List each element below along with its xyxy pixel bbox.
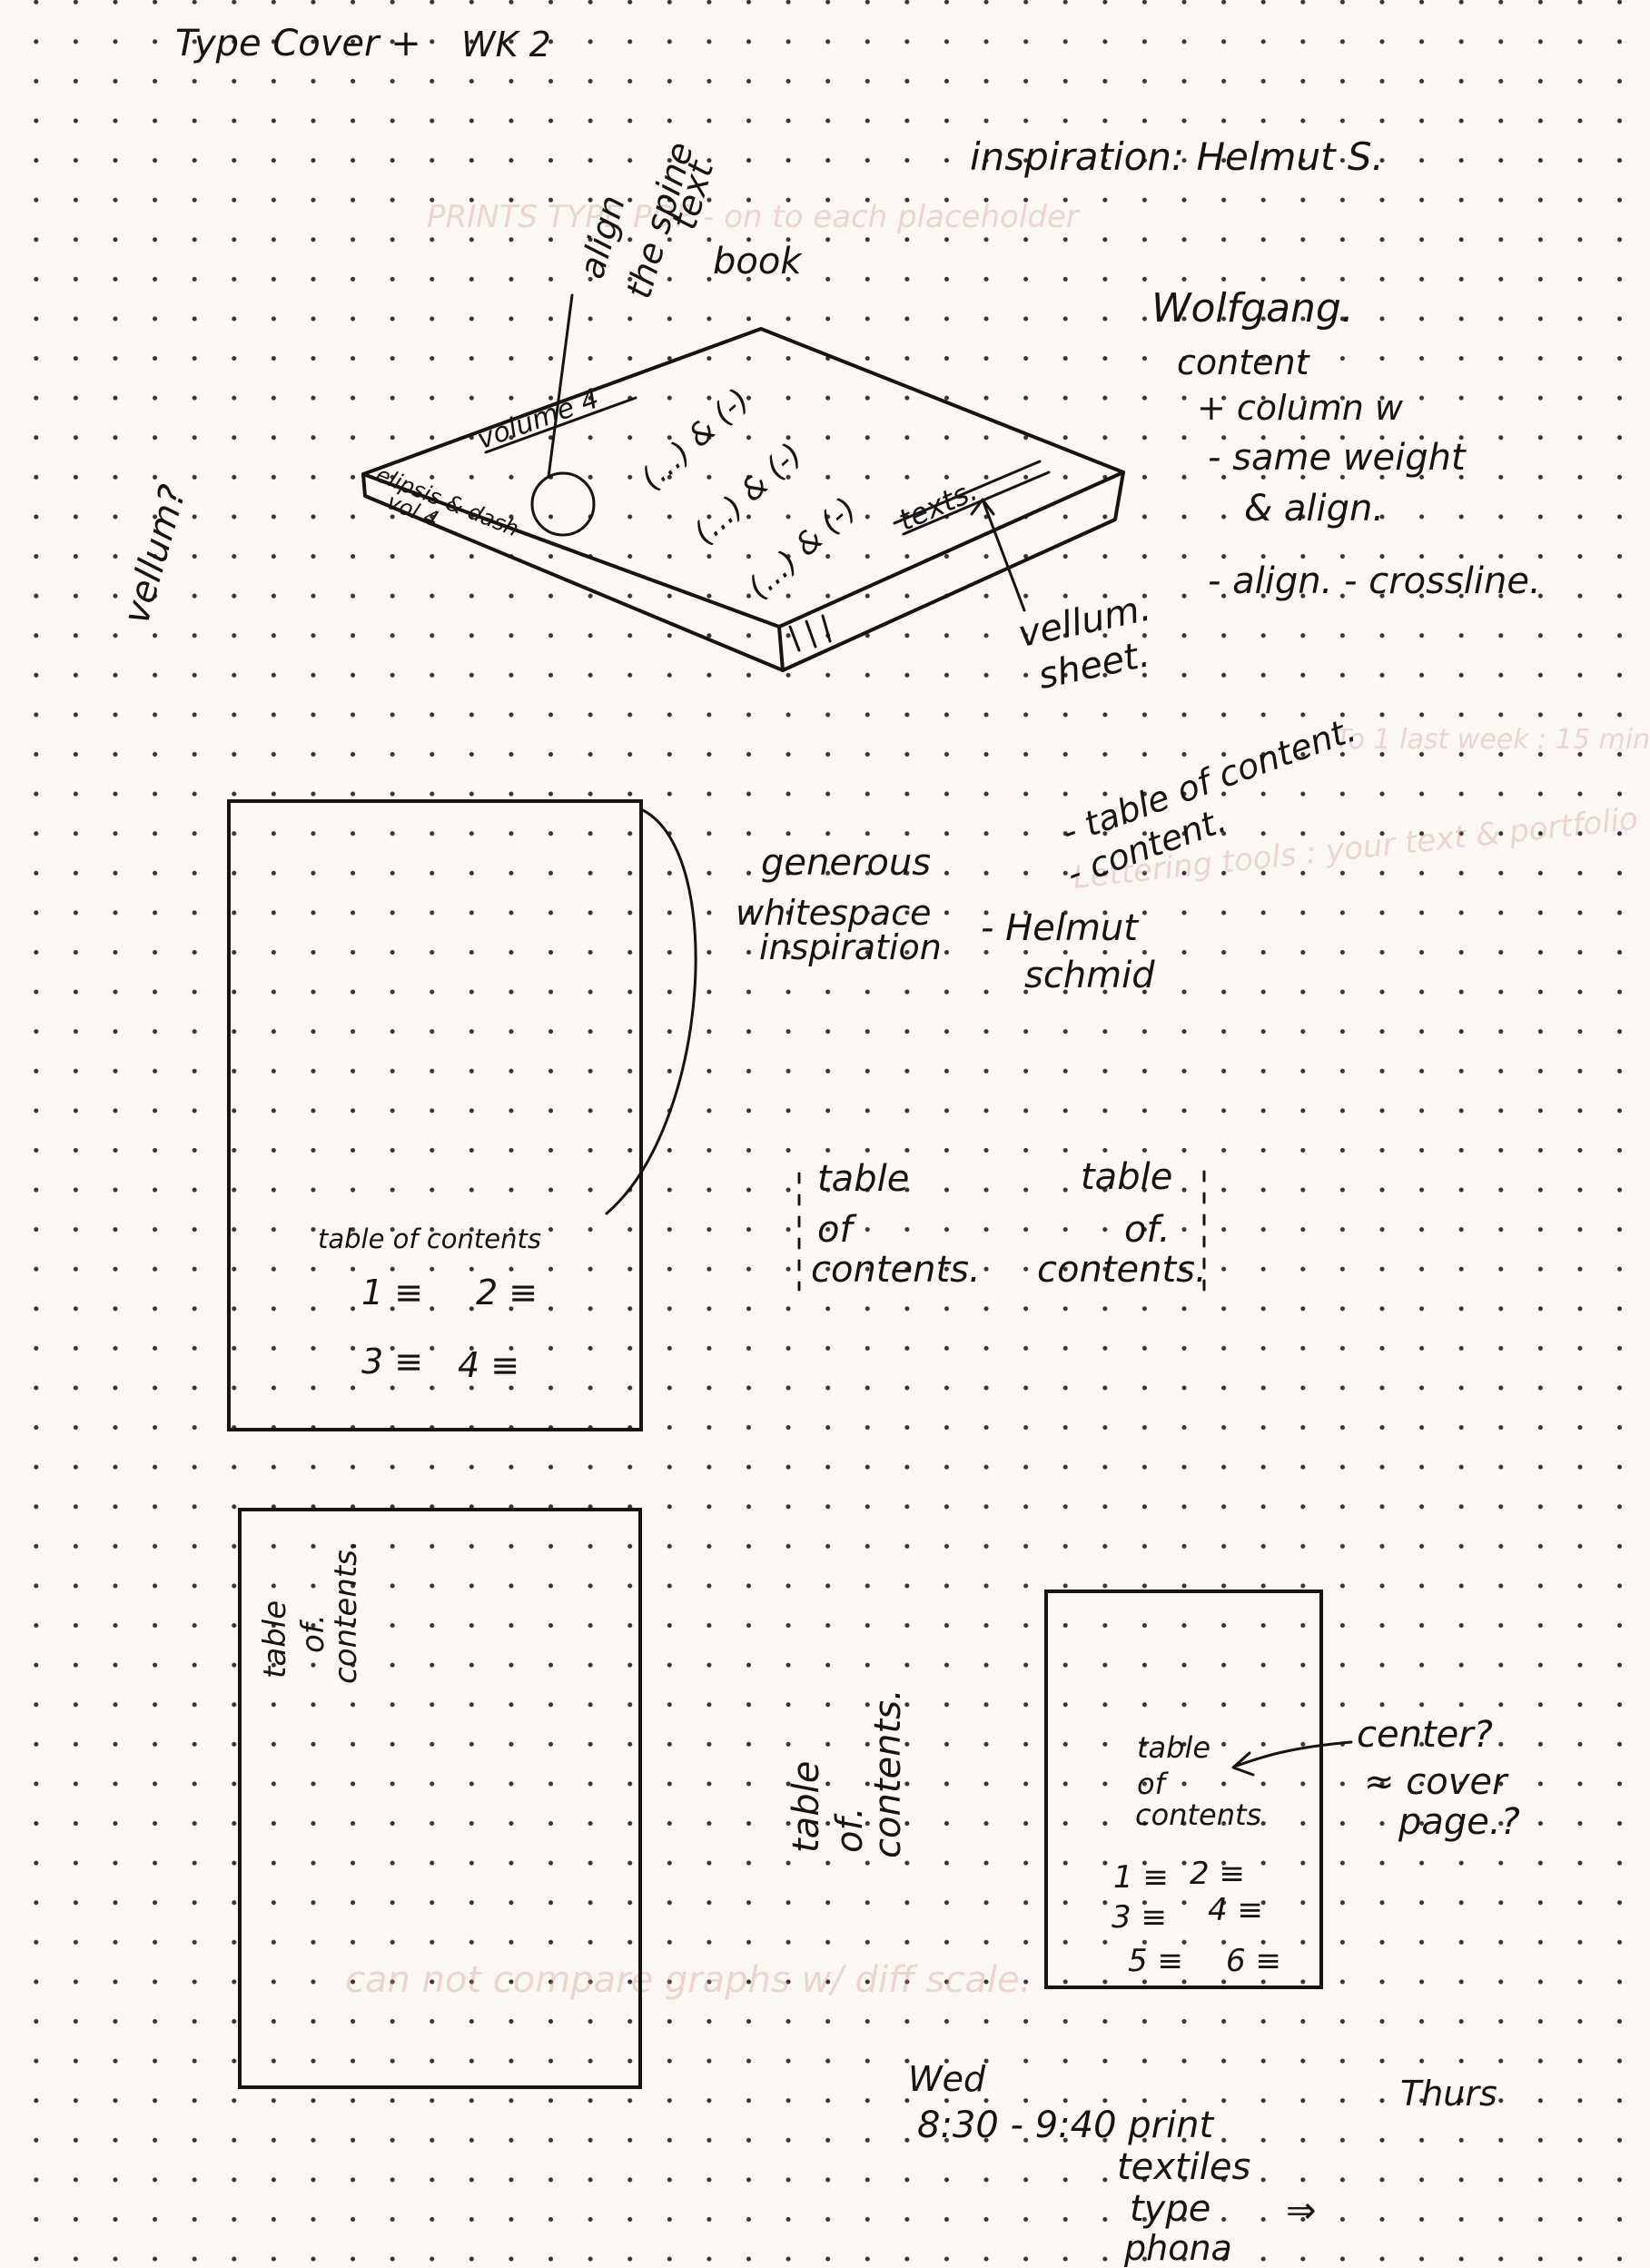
layout-1-item-2: 2 ≡ (476, 1273, 538, 1312)
texts-underline (893, 460, 1051, 536)
layout-3-item-3: 3 ≡ (1112, 1899, 1167, 1936)
layout-1-heading: table of contents (318, 1223, 541, 1254)
spine-circle (530, 471, 596, 537)
book-spine-face (361, 472, 785, 672)
layout-3-item-4: 4 ≡ (1208, 1892, 1263, 1928)
layout-3-item-1: 1 ≡ (1113, 1859, 1169, 1896)
layout-1-item-4: 4 ≡ (458, 1345, 520, 1385)
sketch-lines (361, 293, 1353, 1777)
page-title: Type Cover + (175, 23, 421, 64)
toc-left-line-2: of (817, 1209, 853, 1251)
layout-3-item-2: 2 ≡ (1190, 1856, 1245, 1892)
toc-rotated-line-3: contents. (867, 1689, 909, 1858)
whitespace-credit-2: schmid (1024, 955, 1155, 996)
layout-2-line-2: of. (295, 1614, 331, 1653)
whitespace-note-line-3: inspiration (759, 927, 942, 967)
layout-sketch-1: table of contents 1 ≡ 2 ≡ 3 ≡ 4 ≡ (227, 799, 643, 1431)
vellum-pointer-arrow (970, 498, 1026, 612)
toc-left-line-1: table (817, 1158, 910, 1200)
center-note-3: page.? (1398, 1801, 1520, 1843)
layout-2-line-3: contents. (328, 1540, 364, 1684)
book-pages-lines (788, 614, 832, 652)
layout-3-item-5: 5 ≡ (1128, 1943, 1183, 1979)
whitespace-note-line-1: generous (761, 842, 932, 884)
layout-3-line-2: of (1137, 1767, 1165, 1801)
toc-right-line-3: contents. (1037, 1249, 1207, 1291)
layout-2-line-1: table (257, 1599, 293, 1679)
schedule-item-2: type (1130, 2188, 1211, 2230)
book-label: book (713, 241, 802, 282)
toc-rotated-line-1: table (785, 1760, 827, 1853)
wolfgang-line-4: & align. (1244, 488, 1385, 530)
schedule-item-1: textiles (1117, 2146, 1251, 2188)
center-note-1: center? (1357, 1714, 1493, 1756)
inspiration-note: inspiration: Helmut S. (970, 134, 1384, 179)
schedule-time: 8:30 - 9:40 print (917, 2105, 1214, 2146)
layout-sketch-2: table of. contents. (238, 1508, 642, 2089)
week-label: WK 2 (461, 25, 551, 64)
wolfgang-name: Wolfgang. (1151, 285, 1354, 332)
show-through-text-c: To 1 last week : 15 min (1335, 724, 1650, 756)
wolfgang-line-5: - align. - crossline. (1208, 560, 1541, 602)
fold-curve (605, 808, 697, 1215)
wolfgang-line-3: - same weight (1208, 437, 1466, 479)
schedule-item-3: phona (1124, 2228, 1232, 2268)
book-side-face (781, 470, 1125, 672)
schedule-day: Wed (908, 2059, 986, 2099)
layout-3-item-6: 6 ≡ (1226, 1943, 1281, 1979)
layout-1-item-3: 3 ≡ (361, 1342, 424, 1382)
layout-1-item-1: 1 ≡ (361, 1273, 424, 1312)
schedule-arrow: ⇒ (1286, 2190, 1317, 2232)
wolfgang-line-2: + column w (1197, 388, 1403, 428)
volume-underline (484, 396, 637, 454)
show-through-text-a: PRINTS TYPE PDF - on to each placeholder (427, 199, 1079, 235)
center-note-2: ≈ cover (1364, 1761, 1507, 1803)
toc-left-line-3: contents. (811, 1249, 981, 1291)
toc-right-line-1: table (1081, 1156, 1173, 1198)
align-pointer-line (547, 293, 574, 479)
show-through-text-d: can not compare graphs w/ diff scale. (345, 1959, 1032, 2001)
toc-rotated-line-2: of. (829, 1807, 871, 1853)
wolfgang-line-1: content (1177, 342, 1309, 382)
whitespace-note-line-2: whitespace (736, 893, 932, 933)
center-note-arrow (1231, 1740, 1353, 1777)
layout-sketch-3: table of contents 1 ≡ 2 ≡ 3 ≡ 4 ≡ 5 ≡ 6 … (1044, 1590, 1323, 1989)
layout-3-line-1: table (1137, 1730, 1211, 1765)
schedule-next-day: Thurs (1400, 2074, 1497, 2114)
whitespace-credit-1: - Helmut (981, 907, 1138, 949)
toc-right-line-2: of. (1124, 1209, 1171, 1251)
layout-3-line-3: contents (1135, 1798, 1262, 1832)
